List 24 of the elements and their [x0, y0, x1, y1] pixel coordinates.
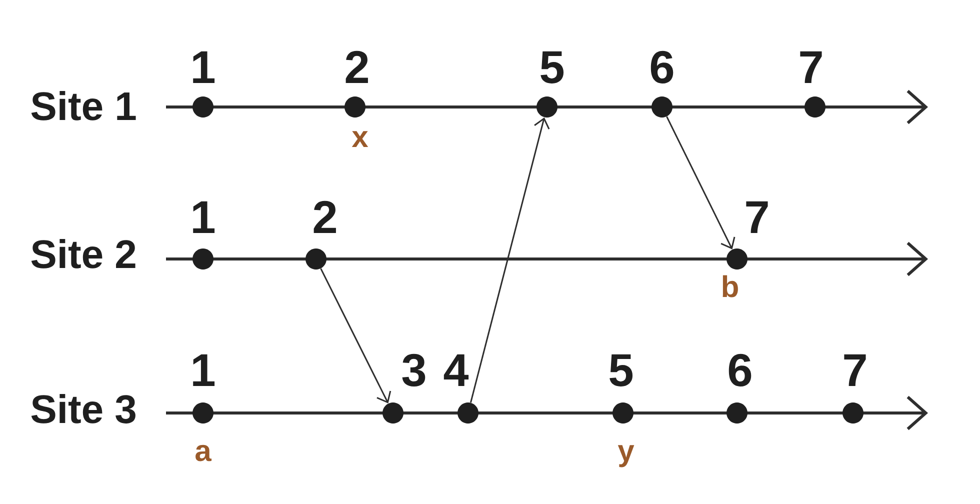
event-number: 1	[193, 354, 215, 386]
event-number: 2	[346, 50, 368, 83]
event-number: 7	[746, 201, 768, 233]
message-arrow	[470, 117, 550, 403]
site-label: Site 3	[31, 394, 136, 424]
event-label: b	[722, 275, 738, 298]
message-arrow	[666, 116, 736, 250]
event-number: 2	[314, 200, 336, 233]
site-label: Site 1	[31, 91, 136, 120]
event-number: 4	[444, 354, 469, 386]
message-arrow	[320, 268, 392, 404]
site-label: Site 2	[31, 239, 136, 268]
event-label: y	[618, 445, 634, 468]
event-number: 1	[193, 201, 215, 233]
event-number: 7	[844, 354, 866, 386]
event-number: 6	[650, 50, 674, 84]
event-label: a	[196, 444, 212, 462]
event-number: 3	[402, 354, 426, 387]
event-number: 7	[800, 51, 822, 83]
event-number: 6	[728, 354, 752, 386]
event-number: 5	[540, 51, 564, 84]
event-number: 5	[610, 354, 633, 386]
event-number: 1	[193, 51, 215, 83]
event-label: x	[352, 131, 368, 147]
